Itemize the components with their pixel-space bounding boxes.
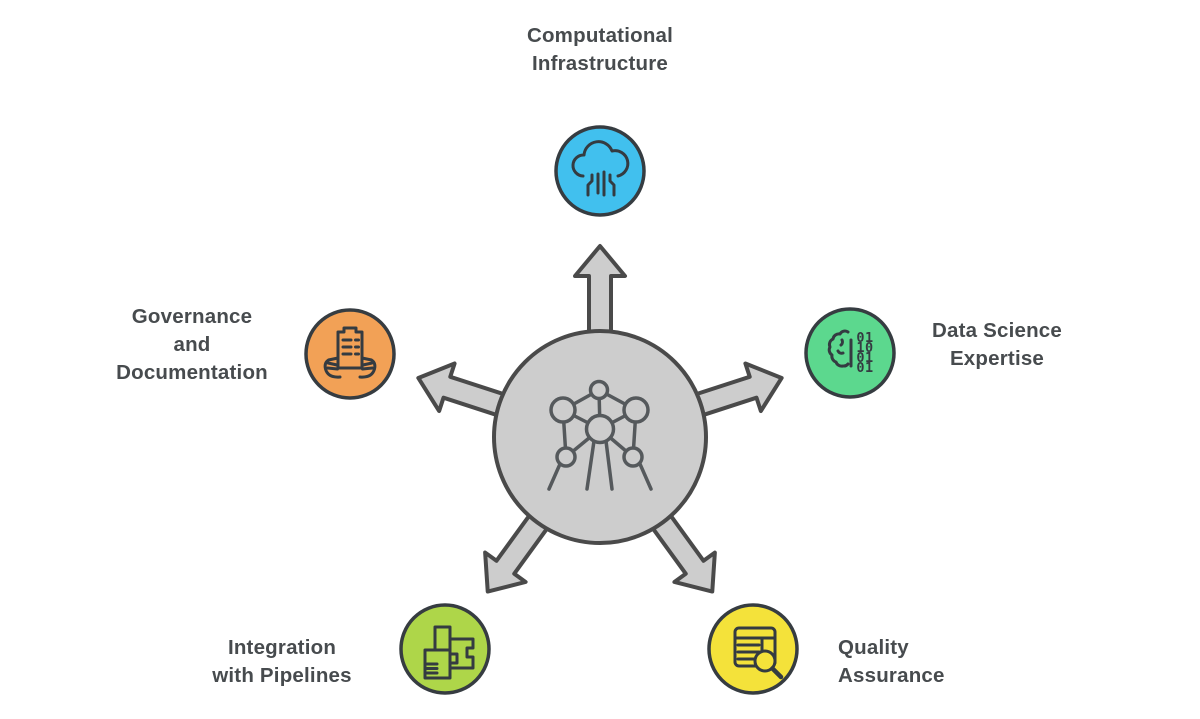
- node-circle: [707, 603, 799, 695]
- node-data-science-expertise: 01 10 01 01: [804, 307, 896, 399]
- table-magnifier-icon: [733, 626, 784, 680]
- cloud-circuit-icon: [571, 140, 630, 197]
- node-computational-infrastructure: [554, 125, 646, 217]
- svg-text:01: 01: [856, 330, 873, 346]
- binary-digits: 01 10 01 01: [856, 330, 873, 376]
- label-data-science-expertise: Data Science Expertise: [931, 319, 1063, 370]
- node-quality-assurance: [707, 603, 799, 695]
- label-governance-and-documentation: Governance and Documentation: [116, 305, 268, 384]
- label-computational-infrastructure: Computational Infrastructure: [526, 24, 674, 75]
- puzzle-pipeline-icon: [423, 625, 475, 680]
- node-integration-with-pipelines: [399, 603, 491, 695]
- node-circle: [554, 125, 646, 217]
- label-integration-with-pipelines: Integration with Pipelines: [212, 636, 352, 687]
- node-governance-and-documentation: [304, 308, 396, 400]
- svg-text:01: 01: [856, 360, 873, 376]
- network-icon: [547, 379, 653, 491]
- brain-binary-icon: [827, 329, 853, 368]
- label-quality-assurance: Quality Assurance: [838, 636, 945, 687]
- svg-text:10: 10: [856, 340, 873, 356]
- hands-document-icon: [323, 326, 377, 379]
- svg-text:01: 01: [856, 350, 873, 366]
